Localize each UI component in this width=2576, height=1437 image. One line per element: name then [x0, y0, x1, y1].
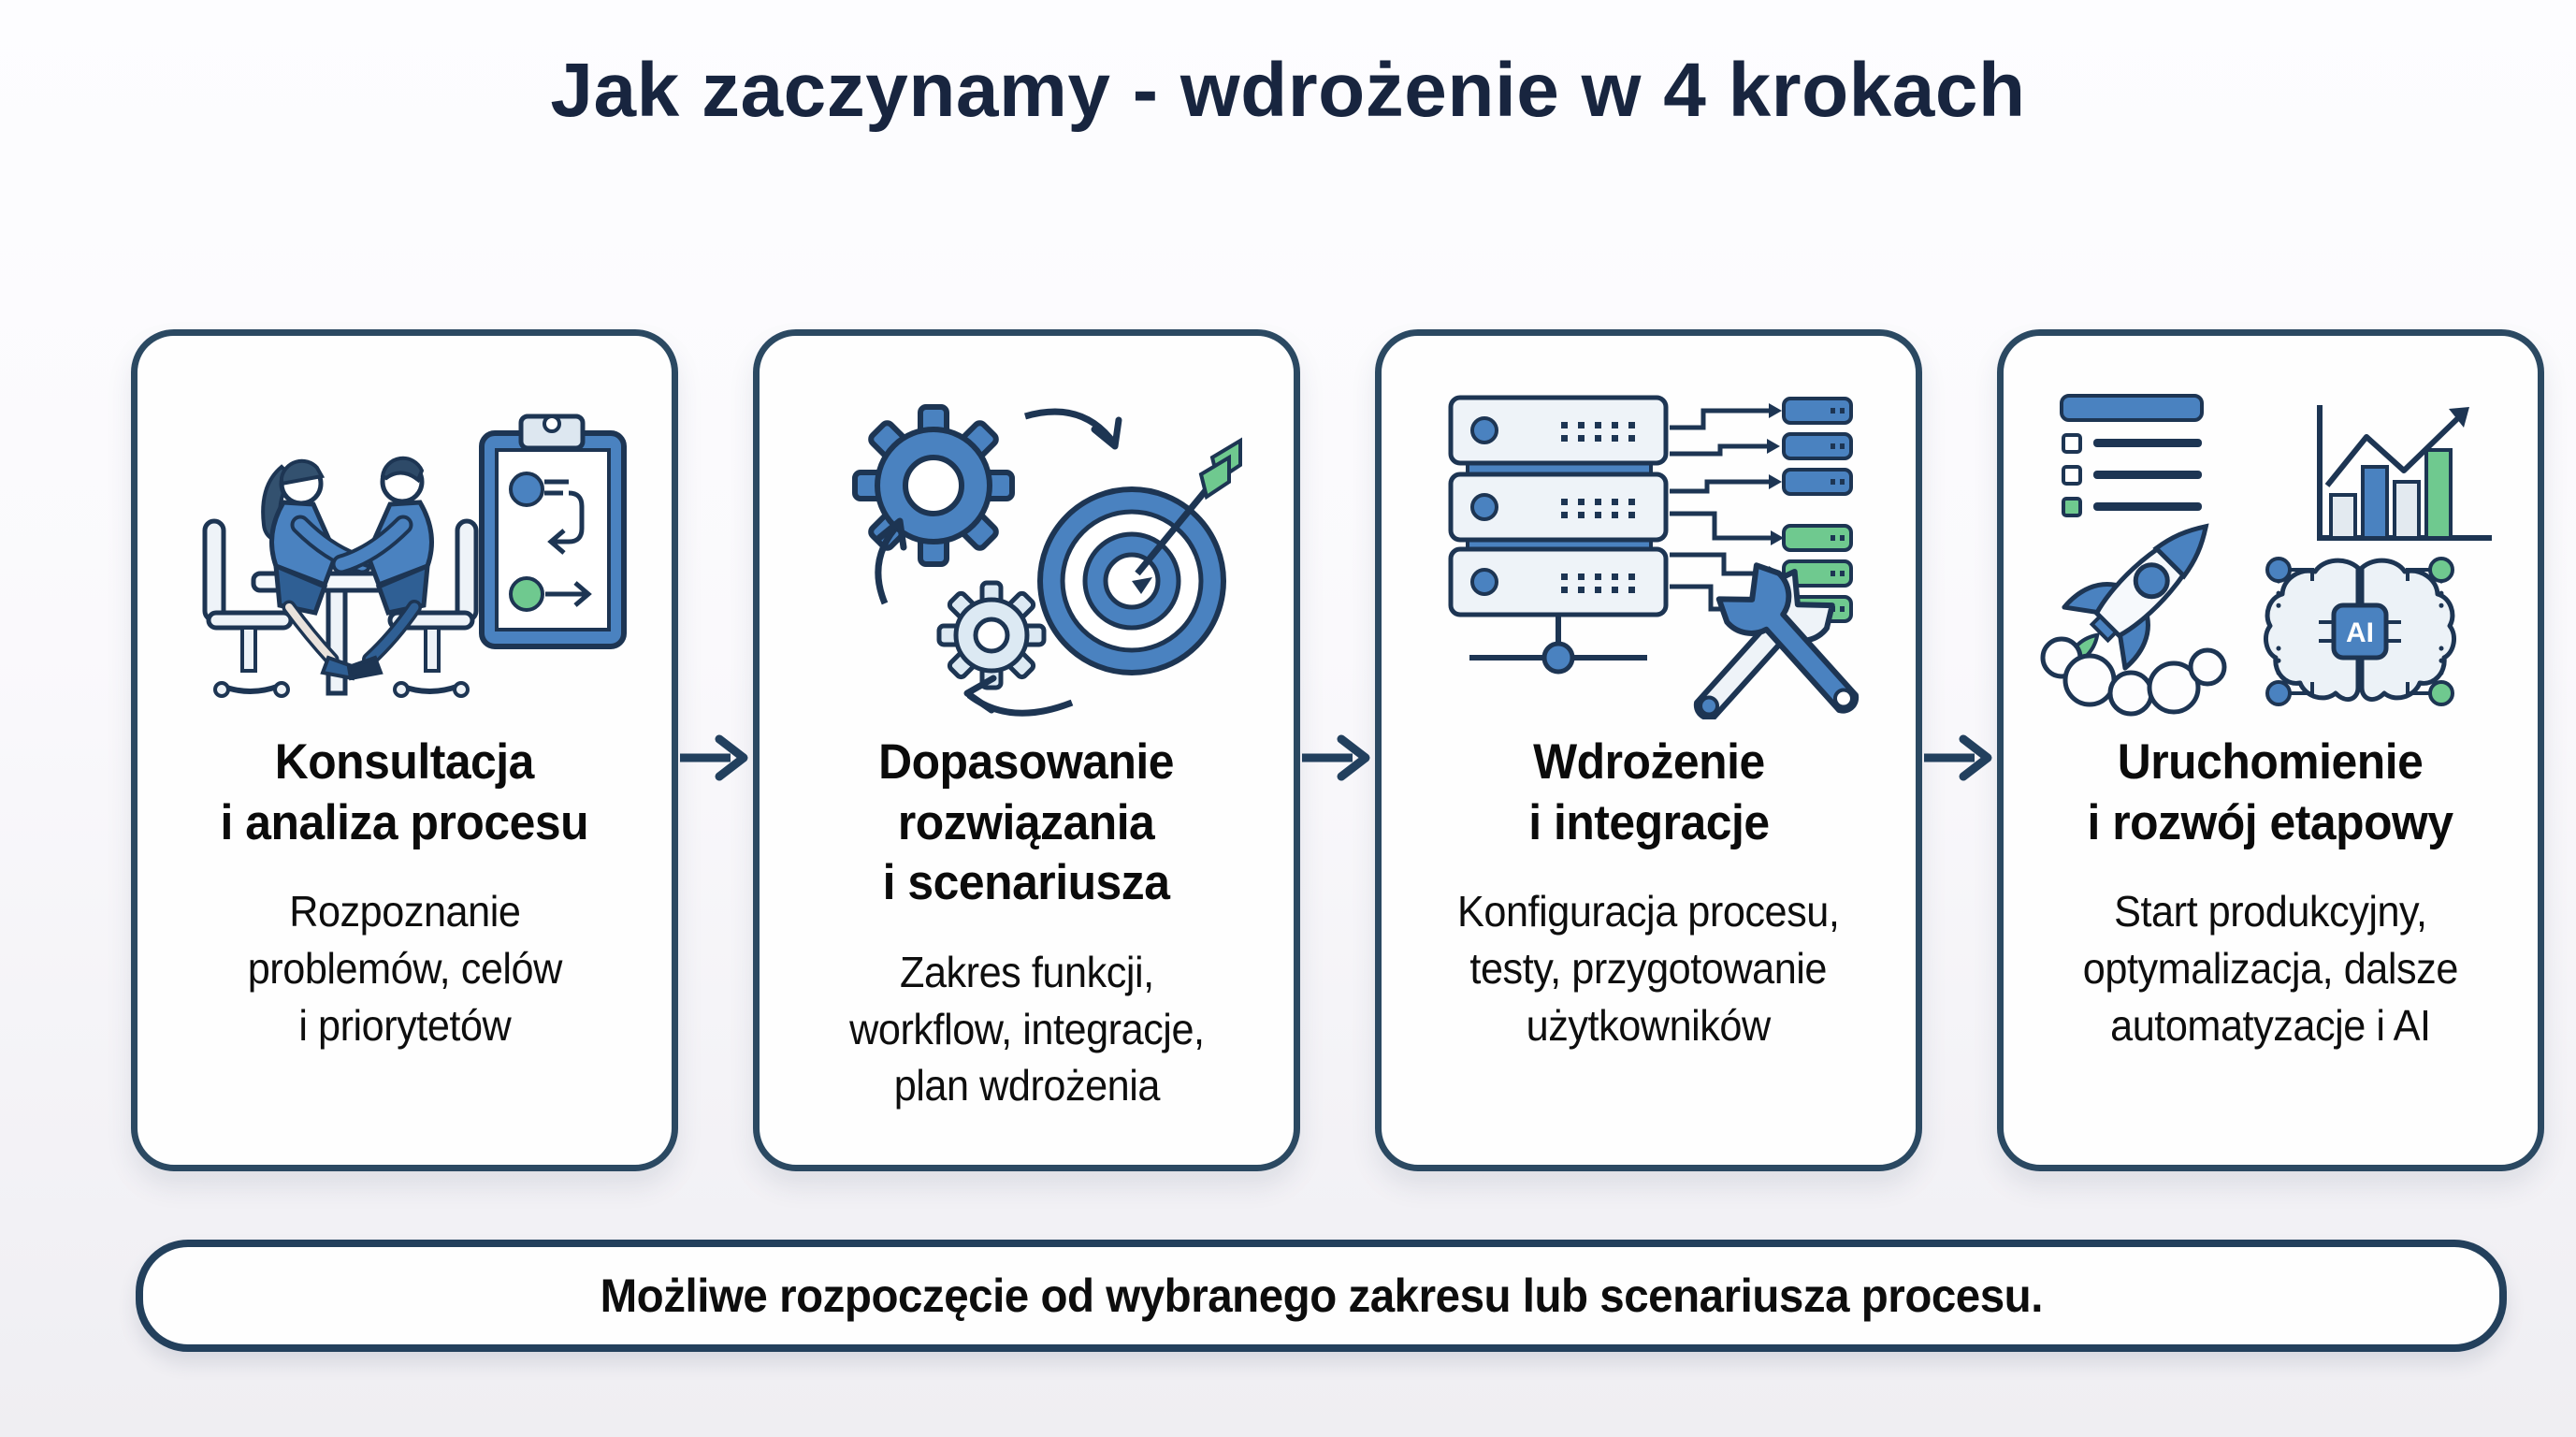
cycle-arrows	[874, 408, 1122, 717]
step-description: Start produkcyjny, optymalizacja, dalsze…	[2082, 887, 2459, 1050]
step-title: Wdrożenie i integracje	[1527, 734, 1770, 850]
servers-tools-icon	[1448, 395, 1859, 719]
steps-row: Konsultacja i analiza procesu Rozpoznani…	[131, 329, 2544, 1171]
step-description: Rozpoznanie problemów, celów i priorytet…	[247, 887, 562, 1050]
gear-small	[936, 580, 1046, 690]
step-card-1: Konsultacja i analiza procesu Rozpoznani…	[131, 329, 678, 1171]
rocket-icon	[2061, 523, 2208, 671]
step-description: Konfiguracja procesu, testy, przygotowan…	[1457, 887, 1840, 1050]
arrow-right-icon	[1302, 734, 1370, 781]
step-card-4: AI Uruchomienie i rozwój etapowy	[1997, 329, 2544, 1171]
integration-arrows	[1669, 408, 1771, 612]
step-description: Zakres funkcji, workflow, integracje, pl…	[848, 947, 1205, 1110]
step-title: Dopasowanie rozwiązania i scenariusza	[878, 734, 1175, 911]
person-right	[331, 456, 434, 681]
footer-note-banner: Możliwe rozpoczęcie od wybranego zakresu…	[136, 1240, 2507, 1352]
step-card-3: Wdrożenie i integracje Konfiguracja proc…	[1375, 329, 1922, 1171]
clipboard-icon	[478, 414, 627, 649]
arrow-right-icon	[1924, 734, 1992, 781]
smoke-clouds	[2040, 636, 2226, 717]
brain-ai-icon: AI	[2263, 557, 2456, 706]
step-connector-1	[678, 329, 753, 1171]
footer-note-text: Możliwe rozpoczęcie od wybranego zakresu…	[600, 1270, 2043, 1322]
wrench-icons	[1693, 562, 1859, 719]
checklist-icon	[2059, 394, 2204, 517]
server-stack	[1448, 395, 1668, 675]
gears-target-icon	[851, 404, 1242, 717]
person-left	[260, 458, 380, 681]
chair-left	[202, 518, 293, 698]
step-connector-3	[1922, 329, 1997, 1171]
step-title: Uruchomienie i rozwój etapowy	[2087, 734, 2454, 850]
growth-chart-icon	[2316, 405, 2492, 541]
consultation-icon	[202, 414, 627, 698]
target-icon	[1036, 437, 1242, 675]
step-connector-2	[1300, 329, 1375, 1171]
ai-chip-label: AI	[2346, 617, 2374, 648]
rocket-growth-ai-icon: AI	[2040, 394, 2492, 717]
step-title: Konsultacja i analiza procesu	[220, 734, 589, 850]
step-card-2: Dopasowanie rozwiązania i scenariusza Za…	[753, 329, 1300, 1171]
arrow-right-icon	[680, 734, 748, 781]
page-title: Jak zaczynamy - wdrożenie w 4 krokach	[550, 48, 2026, 133]
